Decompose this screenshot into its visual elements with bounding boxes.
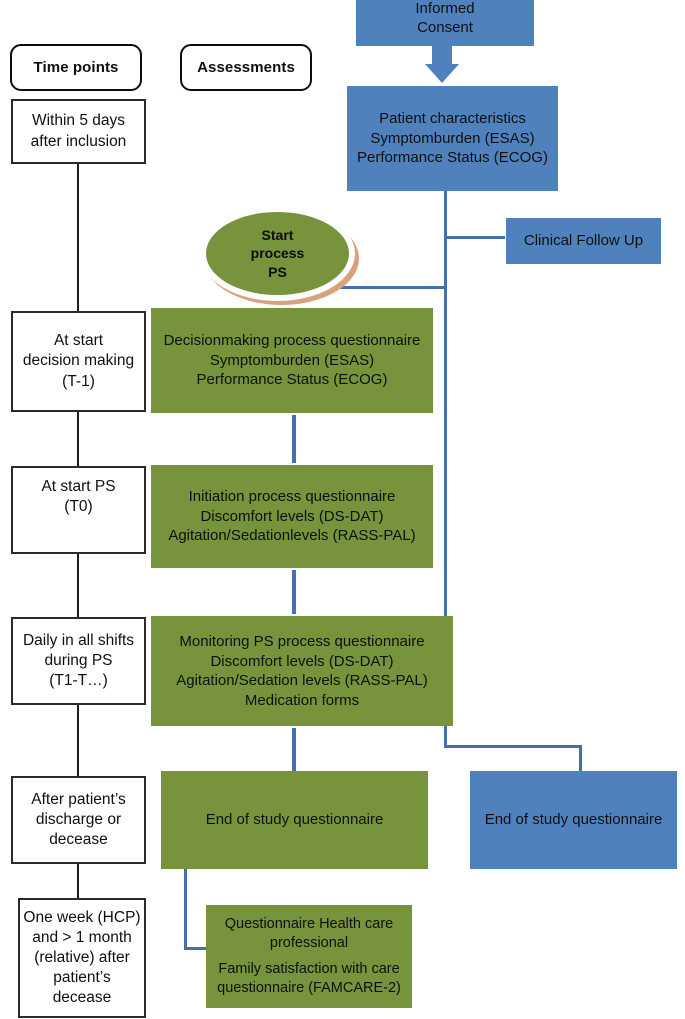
- timeline-spine-5: [77, 863, 79, 899]
- decision-making-line-3: Performance Status (ECOG): [196, 371, 388, 389]
- decision-making-box: Decisionmaking process questionnaire Sym…: [151, 308, 433, 413]
- header-time-points-label: Time points: [33, 58, 119, 76]
- time-point-2-line-2: decision making: [22, 352, 135, 370]
- monitoring-to-end-of-study-connector: [292, 728, 296, 771]
- timeline-spine-1: [77, 163, 79, 311]
- time-point-6-line-3: (relative) after: [34, 948, 130, 966]
- end-of-study-to-hcp-vertical: [184, 869, 187, 950]
- end-of-study-to-hcp-horizontal: [184, 947, 208, 950]
- informed-consent-line-1: Informed: [415, 0, 475, 17]
- header-time-points: Time points: [10, 44, 142, 91]
- time-point-3-line-2: (T0): [64, 498, 93, 516]
- end-of-study-elbow-horizontal: [444, 745, 582, 748]
- monitoring-line-3: Agitation/Sedation levels (RASS-PAL): [176, 672, 428, 689]
- time-point-5-line-2: discharge or: [35, 810, 122, 828]
- start-process-line-1: Start: [261, 227, 294, 244]
- monitoring-line-4: Medication forms: [244, 691, 360, 709]
- end-of-study-elbow-vertical: [579, 745, 582, 772]
- hcp-family-line-3: Family satisfaction with care: [218, 961, 400, 977]
- time-point-box-1: Within 5 days after inclusion: [11, 99, 146, 164]
- consent-to-baseline-arrow-head: [425, 64, 459, 83]
- initiation-line-1: Initiation process questionnaire: [188, 488, 396, 506]
- hcp-family-line-2: professional: [269, 935, 349, 952]
- start-process-line-2: process: [250, 245, 305, 262]
- clinical-follow-up-branch: [447, 236, 505, 239]
- time-point-box-4: Daily in all shifts during PS (T1-T…): [11, 617, 146, 705]
- informed-consent-box: Informed Consent: [356, 0, 534, 46]
- time-point-6-line-2: and > 1 month: [32, 928, 132, 946]
- time-point-box-2: At start decision making (T-1): [11, 311, 146, 412]
- timeline-spine-3: [77, 553, 79, 617]
- time-point-3-line-1: At start PS: [41, 478, 116, 495]
- time-point-4-line-2: during PS: [44, 651, 113, 669]
- initiation-to-monitoring-connector: [292, 570, 296, 614]
- end-of-study-green-label: End of study questionnaire: [205, 811, 384, 829]
- clinical-follow-up-label: Clinical Follow Up: [523, 232, 644, 250]
- initiation-line-3: Agitation/Sedationlevels (RASS-PAL): [168, 527, 416, 545]
- time-point-4-line-1: Daily in all shifts: [22, 631, 135, 649]
- header-assessments-label: Assessments: [197, 58, 295, 76]
- end-of-study-blue-label: End of study questionnaire: [484, 811, 663, 829]
- start-process-ellipse: Start process PS: [200, 206, 362, 306]
- decision-to-initiation-connector: [292, 415, 296, 463]
- timeline-spine-4: [77, 704, 79, 776]
- monitoring-line-1: Monitoring PS process questionnaire: [179, 633, 425, 650]
- time-point-box-6: One week (HCP) and > 1 month (relative) …: [18, 898, 146, 1018]
- end-of-study-green-box: End of study questionnaire: [161, 771, 428, 869]
- time-point-1-line-1: Within 5 days: [31, 112, 126, 130]
- baseline-line-3: Performance Status (ECOG): [357, 149, 548, 167]
- clinical-follow-up-box: Clinical Follow Up: [506, 218, 661, 264]
- initiation-line-2: Discomfort levels (DS-DAT): [200, 507, 384, 525]
- decision-making-line-2: Symptomburden (ESAS): [209, 351, 375, 369]
- time-point-2-line-3: (T-1): [62, 372, 95, 390]
- time-point-6-line-4: patient’s: [53, 969, 111, 987]
- time-point-5-line-1: After patient’s: [31, 790, 126, 808]
- time-point-4-line-3: (T1-T…): [49, 672, 108, 690]
- start-process-line-3: PS: [268, 263, 287, 280]
- start-process-ellipse-body: Start process PS: [206, 212, 349, 295]
- time-point-6-line-5: decease: [52, 989, 112, 1007]
- consent-to-baseline-arrow-stem: [432, 46, 452, 66]
- baseline-assessment-box: Patient characteristics Symptomburden (E…: [347, 86, 558, 191]
- monitoring-box: Monitoring PS process questionnaire Disc…: [151, 616, 453, 726]
- time-point-1-line-2: after inclusion: [30, 132, 127, 150]
- baseline-line-1: Patient characteristics: [379, 110, 526, 128]
- decision-making-line-1: Decisionmaking process questionnaire: [163, 332, 421, 350]
- timeline-spine-2: [77, 411, 79, 475]
- end-of-study-blue-box: End of study questionnaire: [470, 771, 677, 869]
- baseline-vertical-connector: [444, 191, 447, 748]
- hcp-family-line-1: Questionnaire Health care: [224, 916, 394, 933]
- time-point-5-line-3: decease: [49, 831, 108, 849]
- hcp-family-questionnaire-box: Questionnaire Health care professional F…: [206, 905, 412, 1008]
- initiation-box: Initiation process questionnaire Discomf…: [151, 465, 433, 568]
- time-point-box-3: At start PS (T0): [11, 466, 146, 554]
- time-point-box-5: After patient’s discharge or decease: [11, 776, 146, 864]
- monitoring-line-2: Discomfort levels (DS-DAT): [210, 652, 394, 670]
- time-point-6-line-1: One week (HCP): [23, 908, 141, 926]
- time-point-2-line-1: At start: [53, 332, 104, 350]
- header-assessments: Assessments: [180, 44, 312, 91]
- start-process-branch: [339, 286, 447, 289]
- hcp-family-line-4: questionnaire (FAMCARE-2): [217, 979, 401, 996]
- informed-consent-line-2: Consent: [417, 19, 473, 36]
- baseline-line-2: Symptomburden (ESAS): [370, 129, 535, 147]
